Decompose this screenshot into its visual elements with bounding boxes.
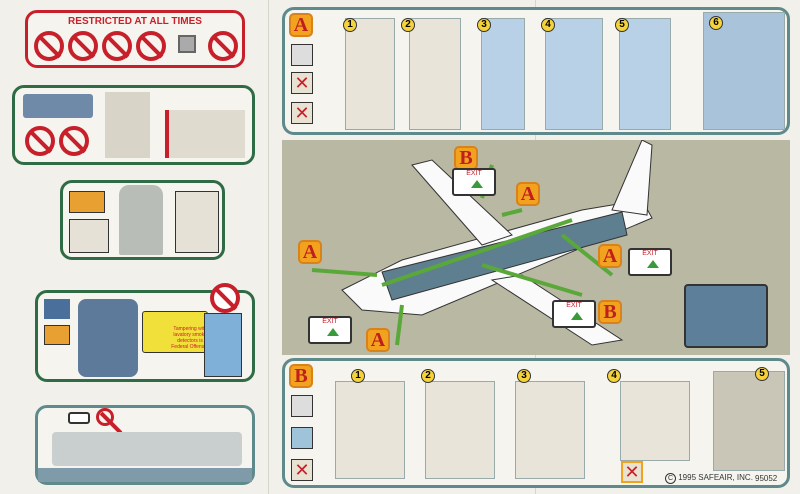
no-smoking-icon: [210, 283, 240, 313]
step-5-illustration: [619, 18, 671, 130]
restricted-title: RESTRICTED AT ALL TIMES: [68, 16, 202, 27]
no-electronic-device-icon: [208, 31, 238, 61]
brace-passengers-illustration: [52, 432, 242, 466]
seatbelt-sign-icon: [69, 191, 105, 213]
copyright-text: 1995 SAFEAIR, INC.: [678, 473, 753, 482]
step-2-illustration: [425, 381, 495, 479]
step-number: 4: [607, 369, 621, 383]
no-fire-icon: ✕: [291, 102, 313, 124]
brace-position-panel: [35, 405, 255, 485]
step-4-illustration: [545, 18, 603, 130]
copyright-symbol: C: [665, 473, 676, 484]
step-2-illustration: [409, 18, 461, 130]
door-exit-illustration: [684, 284, 768, 348]
lavatory-panel: Tampering with lavatory smoke detectors …: [35, 283, 255, 382]
no-laptop-icon: [25, 126, 55, 156]
step-1-illustration: [345, 18, 395, 130]
exit-text: EXIT: [642, 250, 658, 257]
no-smoking-sign-icon: [44, 299, 70, 319]
section-b-badge: B: [289, 364, 313, 388]
smoke-detector-warning: Tampering with lavatory smoke detectors …: [142, 311, 208, 353]
step-number: 1: [343, 18, 357, 32]
section-a-badge: A: [289, 13, 313, 37]
reading-passenger-illustration: [78, 299, 138, 377]
laptop-icon: [178, 35, 196, 53]
no-exit-icon: ✕: [291, 72, 313, 94]
no-bag-icon: [59, 126, 89, 156]
no-fire-icon: ✕: [291, 459, 313, 481]
step-5-illustration: [713, 371, 785, 471]
step-1-illustration: [335, 381, 405, 479]
under-seat-illustration: [165, 110, 245, 158]
exit-sign: EXIT: [452, 168, 496, 196]
no-remote-control-toy-icon: [136, 31, 166, 61]
exit-label-a: A: [298, 240, 322, 264]
exit-sign: [68, 412, 90, 424]
step-6-illustration: [703, 12, 785, 130]
step-4-illustration: [620, 381, 690, 461]
step-number: 5: [755, 367, 769, 381]
buckle-illustration: [69, 219, 109, 253]
no-exit-icon: ✕: [621, 461, 643, 483]
warning-text: Tampering with lavatory smoke detectors …: [171, 326, 207, 350]
exit-label-a: A: [598, 244, 622, 268]
step-3-illustration: [481, 18, 525, 130]
seatbelt-sign-icon: [44, 325, 70, 345]
exit-text: EXIT: [466, 170, 482, 177]
no-smoking-icon: [34, 31, 64, 61]
exit-label-b: B: [598, 300, 622, 324]
exit-label-a: A: [366, 328, 390, 352]
unbuckle-illustration: [175, 191, 219, 253]
section-b-window-exit-panel: B ✕ ✕ 1 2 3 4 5 C 1995 SAFEAIR, INC. 950…: [282, 358, 790, 488]
step-number: 5: [615, 18, 629, 32]
no-lighter-icon: [102, 31, 132, 61]
exit-label-b: B: [454, 146, 478, 170]
exit-sign: EXIT: [628, 248, 672, 276]
landing-icon: [291, 395, 313, 417]
step-number: 1: [351, 369, 365, 383]
exit-sign: EXIT: [552, 300, 596, 328]
step-number: 4: [541, 18, 555, 32]
step-number: 2: [421, 369, 435, 383]
step-number: 2: [401, 18, 415, 32]
toilet-illustration: [204, 313, 242, 377]
card-code: 95052: [755, 474, 778, 483]
step-number: 3: [477, 18, 491, 32]
restricted-items-panel: RESTRICTED AT ALL TIMES: [25, 10, 245, 68]
copyright: C 1995 SAFEAIR, INC.: [665, 473, 753, 484]
seated-passenger-illustration: [119, 185, 163, 255]
stow-items-panel: [12, 85, 255, 165]
cabin-floor: [38, 468, 252, 482]
exit-text: EXIT: [566, 302, 582, 309]
step-number: 3: [517, 369, 531, 383]
no-cell-phone-icon: [68, 31, 98, 61]
aircraft-exit-diagram: A B A A B A EXIT EXIT EXIT EXIT: [282, 139, 790, 355]
water-landing-icon: [291, 427, 313, 449]
no-smoking-icon: [96, 408, 114, 426]
takeoff-icon: [291, 44, 313, 66]
section-a-door-panel: A ✕ ✕ 1 2 3 4 5 6: [282, 7, 790, 135]
step-3-illustration: [515, 381, 585, 479]
exit-text: EXIT: [322, 318, 338, 325]
overhead-bin-illustration: [105, 92, 150, 158]
step-number: 6: [709, 16, 723, 30]
exit-sign: EXIT: [308, 316, 352, 344]
seatbelt-panel: [60, 180, 225, 260]
takeoff-landing-icon: [23, 94, 93, 118]
exit-label-a: A: [516, 182, 540, 206]
